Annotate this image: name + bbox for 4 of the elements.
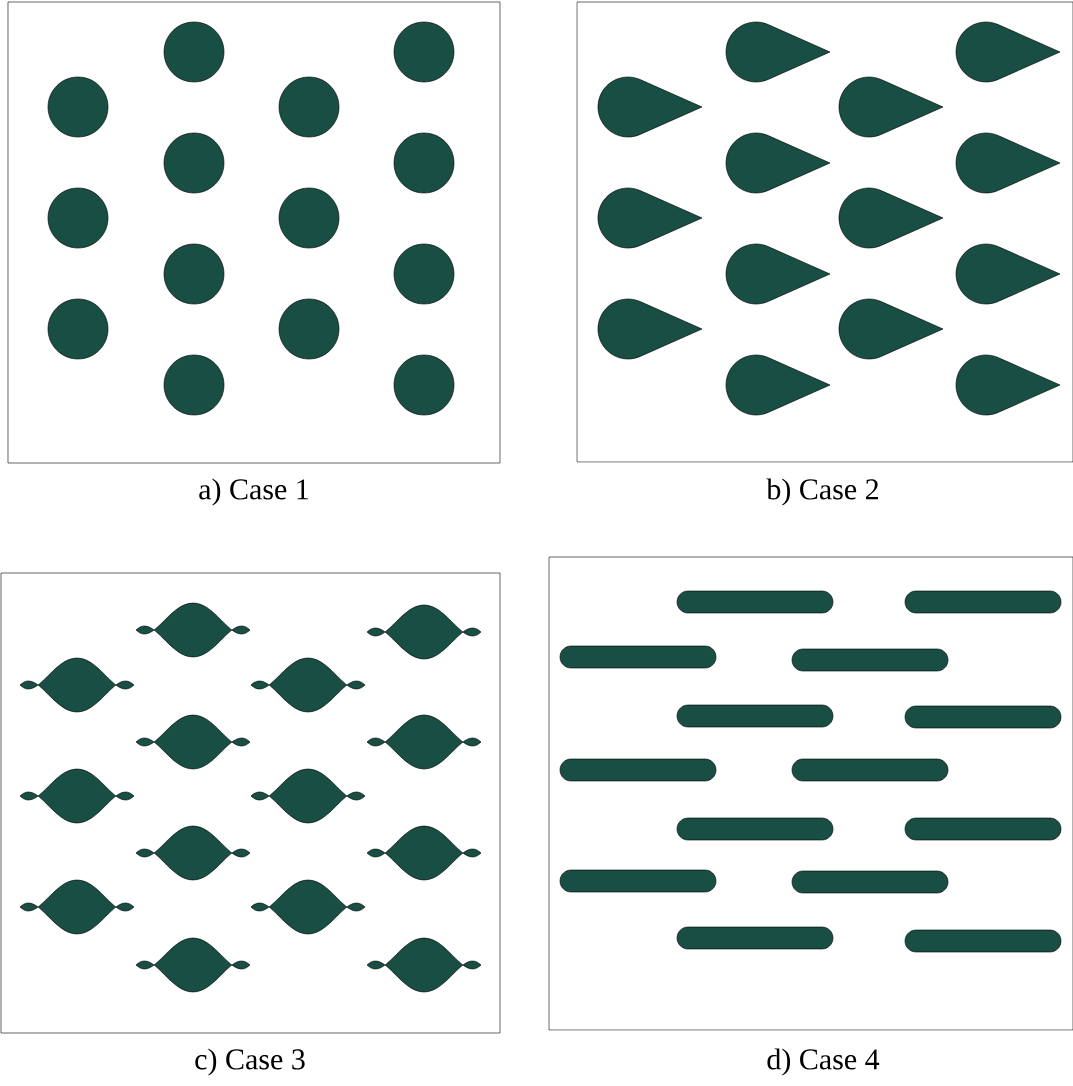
caption: a) Case 1 (199, 478, 309, 506)
caption: b) Case 2 (766, 478, 878, 506)
caption: c) Case 3 (195, 1048, 305, 1076)
caption: d) Case 4 (767, 1048, 880, 1076)
